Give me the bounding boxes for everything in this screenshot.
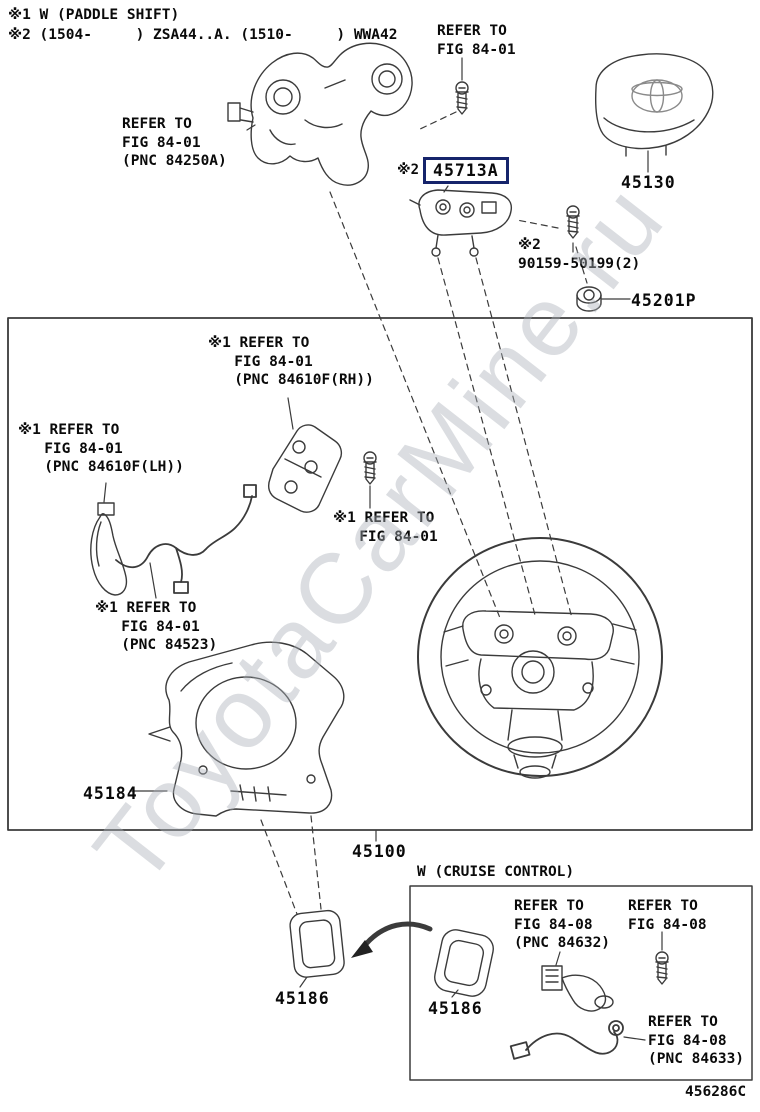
steering-wheel-drawing	[417, 537, 663, 779]
refer-lh-switch: ※1 REFER TO FIG 84-01 (PNC 84610F(LH))	[18, 422, 184, 476]
figure-code: 456286C	[685, 1084, 747, 1100]
refer-pnc84633: REFER TO FIG 84-08 (PNC 84633)	[648, 1014, 745, 1068]
part-45201p-label[interactable]: 45201P	[631, 291, 697, 310]
cruise-control-box	[409, 885, 753, 1081]
part-45713a-prefix: ※2	[397, 161, 420, 178]
switch-45713a-drawing	[409, 189, 513, 257]
lower-cover-drawing	[148, 641, 345, 817]
airbag-module-drawing	[594, 53, 714, 157]
wire-harness-drawing	[115, 484, 257, 594]
refer-pnc84250a: REFER TO FIG 84-01 (PNC 84250A)	[122, 116, 227, 170]
bezel-45186-1-drawing	[289, 909, 345, 978]
part-45713a-label[interactable]: 45713A	[423, 157, 509, 185]
switch-trim-drawing	[227, 42, 413, 186]
note-applicability: ※2 (1504- ) ZSA44..A. (1510- ) WWA42	[8, 27, 398, 43]
spiral-wire-drawing	[509, 1020, 624, 1060]
part-45130-label[interactable]: 45130	[621, 173, 676, 192]
refer-pnc84632: REFER TO FIG 84-08 (PNC 84632)	[514, 898, 611, 952]
nut-45201p-drawing	[576, 286, 602, 312]
arrow-icon	[351, 921, 433, 958]
lh-paddle-drawing	[90, 502, 128, 596]
refer-rh-switch: ※1 REFER TO FIG 84-01 (PNC 84610F(RH))	[208, 335, 374, 389]
bezel-45186-2-drawing	[434, 929, 494, 997]
refer-fig8401-bolt: ※1 REFER TO FIG 84-01	[333, 510, 438, 545]
refer-fig8408: REFER TO FIG 84-08	[628, 898, 707, 933]
refer-fig8401-top: REFER TO FIG 84-01	[437, 23, 516, 58]
rh-switch-drawing	[268, 424, 343, 513]
toyota-emblem-icon	[631, 79, 683, 113]
part-45713a-callout: ※2 45713A	[397, 157, 509, 185]
leader-lines	[103, 57, 663, 1041]
note-paddle-shift: ※1 W (PADDLE SHIFT)	[8, 7, 180, 23]
part-45184-label[interactable]: 45184	[83, 784, 138, 803]
cruise-switch-drawing	[541, 965, 614, 1012]
part-45100-label[interactable]: 45100	[352, 842, 407, 861]
part-45186-label-2[interactable]: 45186	[428, 999, 483, 1018]
cruise-control-header: W (CRUISE CONTROL)	[417, 864, 575, 880]
bolt-90159-label: ※2 90159-50199(2)	[518, 237, 641, 272]
main-assembly-box	[7, 317, 753, 831]
part-45186-label-1[interactable]: 45186	[275, 989, 330, 1008]
dashed-connectors	[260, 111, 588, 915]
refer-pnc84523: ※1 REFER TO FIG 84-01 (PNC 84523)	[95, 600, 218, 654]
